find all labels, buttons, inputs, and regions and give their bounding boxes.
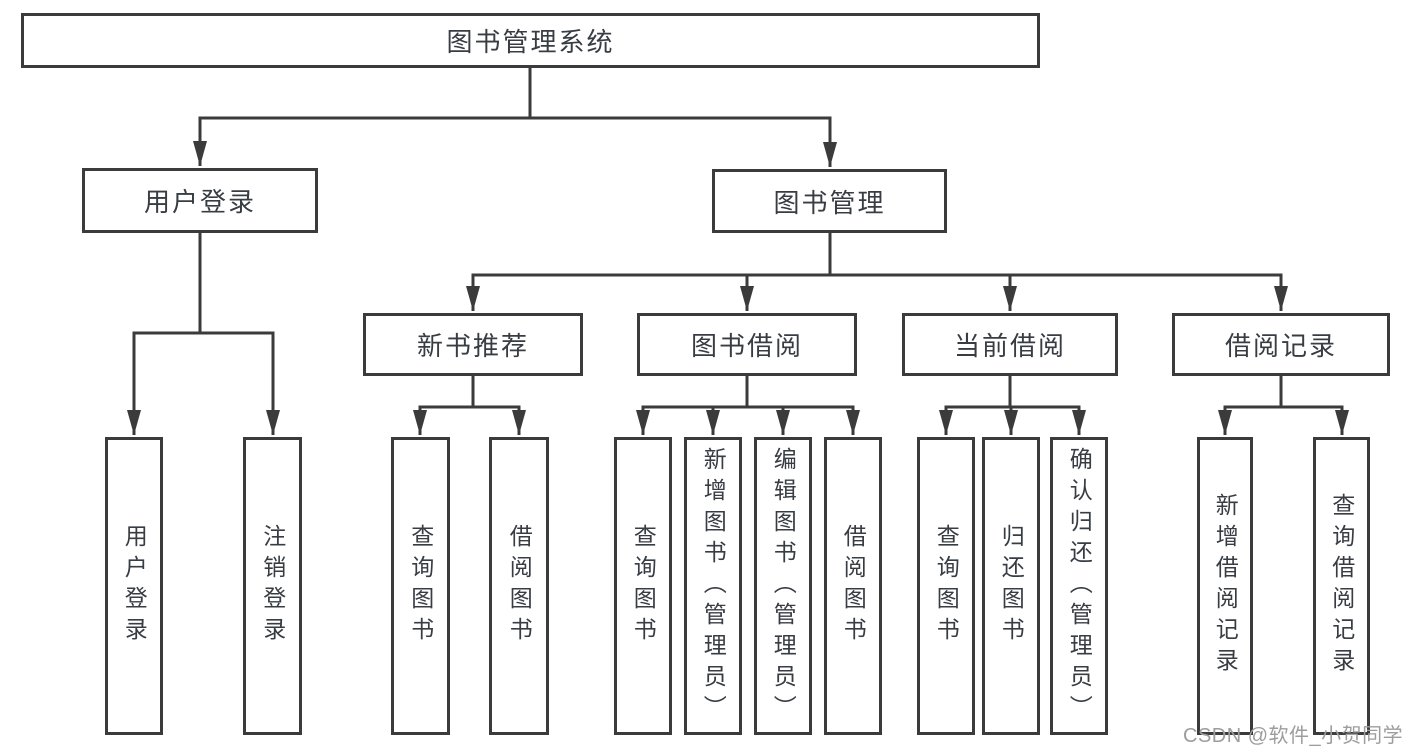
connector-root-to-user-login xyxy=(193,68,532,166)
leaf-cb-return-book-label: 归还图书 xyxy=(998,524,1025,648)
node-borrow-records: 借阅记录 xyxy=(1172,313,1390,376)
leaf-user-login-label: 用户登录 xyxy=(121,524,148,648)
node-user-login: 用户登录 xyxy=(82,168,318,233)
connector-book-management-to-book-borrow xyxy=(740,233,832,311)
node-new-book-recommend-label: 新书推荐 xyxy=(416,331,529,361)
leaf-bb-query-book-label: 查询图书 xyxy=(630,524,657,648)
node-current-borrow-label: 当前借阅 xyxy=(953,331,1066,361)
node-book-borrow: 图书借阅 xyxy=(637,313,857,376)
leaf-logout: 注销登录 xyxy=(243,437,302,735)
node-book-management: 图书管理 xyxy=(712,169,947,233)
connector-cb-to-query-book xyxy=(939,376,1012,435)
connector-root-to-book-management xyxy=(528,68,837,167)
leaf-bb-edit-book-admin: 编辑图书（管理员） xyxy=(754,437,812,735)
node-borrow-records-label: 借阅记录 xyxy=(1224,331,1337,361)
connector-cb-to-confirm-return xyxy=(1008,376,1086,435)
leaf-cb-query-book-label: 查询图书 xyxy=(933,524,960,648)
connector-nbr-to-borrow-book xyxy=(471,376,526,435)
leaf-cb-query-book: 查询图书 xyxy=(917,437,975,735)
connector-bb-to-borrow-book xyxy=(745,376,860,435)
leaf-cb-return-book: 归还图书 xyxy=(982,437,1040,735)
connector-book-management-to-current-borrow xyxy=(828,233,1017,311)
connector-user-login-to-leaf-user-login xyxy=(127,233,202,435)
leaf-nbr-borrow-book-label: 借阅图书 xyxy=(506,524,533,648)
connector-user-login-to-leaf-logout xyxy=(198,233,280,435)
connector-book-management-to-borrow-records xyxy=(828,233,1288,311)
connector-br-to-add-record xyxy=(1218,376,1283,435)
connector-book-management-to-new-book-recommend xyxy=(466,233,832,311)
leaf-user-login: 用户登录 xyxy=(105,437,163,735)
leaf-nbr-borrow-book: 借阅图书 xyxy=(489,437,549,735)
leaf-nbr-query-book: 查询图书 xyxy=(391,437,450,735)
watermark: CSDN @软件_小贺同学 xyxy=(1183,725,1404,747)
leaf-cb-confirm-return-admin-label: 确认归还（管理员） xyxy=(1066,446,1093,726)
leaf-nbr-query-book-label: 查询图书 xyxy=(407,524,434,648)
leaf-br-add-record-label: 新增借阅记录 xyxy=(1212,493,1239,679)
leaf-bb-query-book: 查询图书 xyxy=(614,437,672,735)
connector-nbr-to-query-book xyxy=(413,376,475,435)
connector-br-to-query-record xyxy=(1279,376,1349,435)
leaf-br-query-record-label: 查询借阅记录 xyxy=(1328,493,1355,679)
leaf-bb-add-book-admin-label: 新增图书（管理员） xyxy=(700,446,727,726)
leaf-bb-borrow-book-label: 借阅图书 xyxy=(840,524,867,648)
connector-bb-to-add-book xyxy=(706,376,749,435)
leaf-bb-borrow-book: 借阅图书 xyxy=(824,437,882,735)
node-book-management-label: 图书管理 xyxy=(773,187,886,218)
leaf-cb-confirm-return-admin: 确认归还（管理员） xyxy=(1050,437,1108,735)
node-current-borrow: 当前借阅 xyxy=(902,313,1118,376)
leaf-bb-add-book-admin: 新增图书（管理员） xyxy=(684,437,742,735)
node-root-label: 图书管理系统 xyxy=(446,27,615,57)
leaf-br-query-record: 查询借阅记录 xyxy=(1313,437,1370,735)
node-new-book-recommend: 新书推荐 xyxy=(363,313,583,376)
leaf-logout-label: 注销登录 xyxy=(259,524,286,648)
leaf-bb-edit-book-admin-label: 编辑图书（管理员） xyxy=(770,446,797,726)
leaf-br-add-record: 新增借阅记录 xyxy=(1197,437,1253,735)
node-book-borrow-label: 图书借阅 xyxy=(690,331,803,361)
node-user-login-label: 用户登录 xyxy=(143,187,256,217)
node-root: 图书管理系统 xyxy=(21,13,1040,68)
